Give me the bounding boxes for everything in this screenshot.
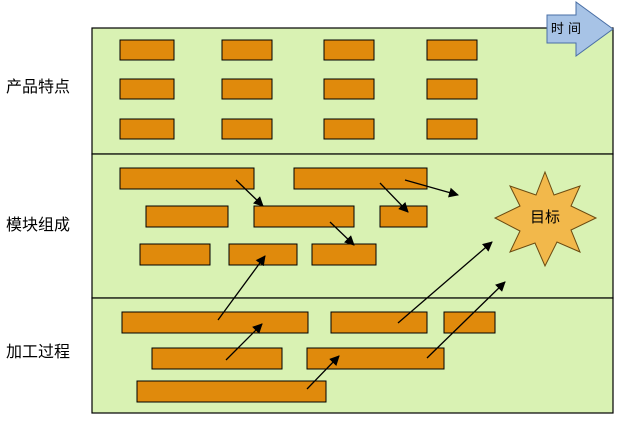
- feature-bar: [221, 118, 273, 140]
- flow-arrow: [225, 323, 263, 361]
- feature-bar: [119, 78, 175, 100]
- feature-bar: [426, 118, 478, 140]
- flow-arrow: [306, 355, 340, 390]
- lane-label-process: 加工过程: [6, 342, 70, 361]
- lane-label-modules: 模块组成: [6, 215, 70, 234]
- flow-arrow: [404, 179, 459, 198]
- flow-arrow: [217, 255, 266, 321]
- feature-bar: [323, 118, 375, 140]
- feature-bar: [426, 78, 478, 100]
- flow-arrow: [235, 179, 264, 207]
- flow-arrow: [379, 182, 409, 213]
- process-bars: [121, 311, 496, 403]
- process-bar: [330, 311, 428, 334]
- feature-bar: [119, 118, 175, 140]
- feature-bars: [119, 39, 478, 140]
- module-bar: [139, 243, 211, 266]
- module-bar: [228, 243, 298, 266]
- module-bars: [119, 167, 428, 266]
- process-bar: [121, 311, 309, 334]
- module-bar: [293, 167, 428, 190]
- module-bar: [253, 205, 355, 228]
- feature-bar: [426, 39, 478, 61]
- module-bar: [379, 205, 428, 228]
- goal-label: 目标: [530, 208, 560, 226]
- goal-star: 目标: [493, 170, 598, 268]
- flow-arrow: [426, 281, 506, 359]
- process-bar: [306, 347, 445, 370]
- time-arrow: 时 间: [546, 1, 614, 57]
- flow-arrow: [397, 241, 493, 324]
- process-bar: [151, 347, 283, 370]
- module-bar: [145, 205, 229, 228]
- process-bar: [443, 311, 496, 334]
- feature-bar: [221, 39, 273, 61]
- module-bar: [311, 243, 377, 266]
- module-bar: [119, 167, 255, 190]
- feature-bar: [221, 78, 273, 100]
- flow-arrow: [329, 221, 355, 246]
- feature-bar: [323, 39, 375, 61]
- flow-arrows: [217, 179, 506, 390]
- feature-bar: [119, 39, 175, 61]
- feature-bar: [323, 78, 375, 100]
- time-label: 时 间: [551, 22, 581, 37]
- lane-label-features: 产品特点: [6, 77, 70, 96]
- process-bar: [136, 380, 327, 403]
